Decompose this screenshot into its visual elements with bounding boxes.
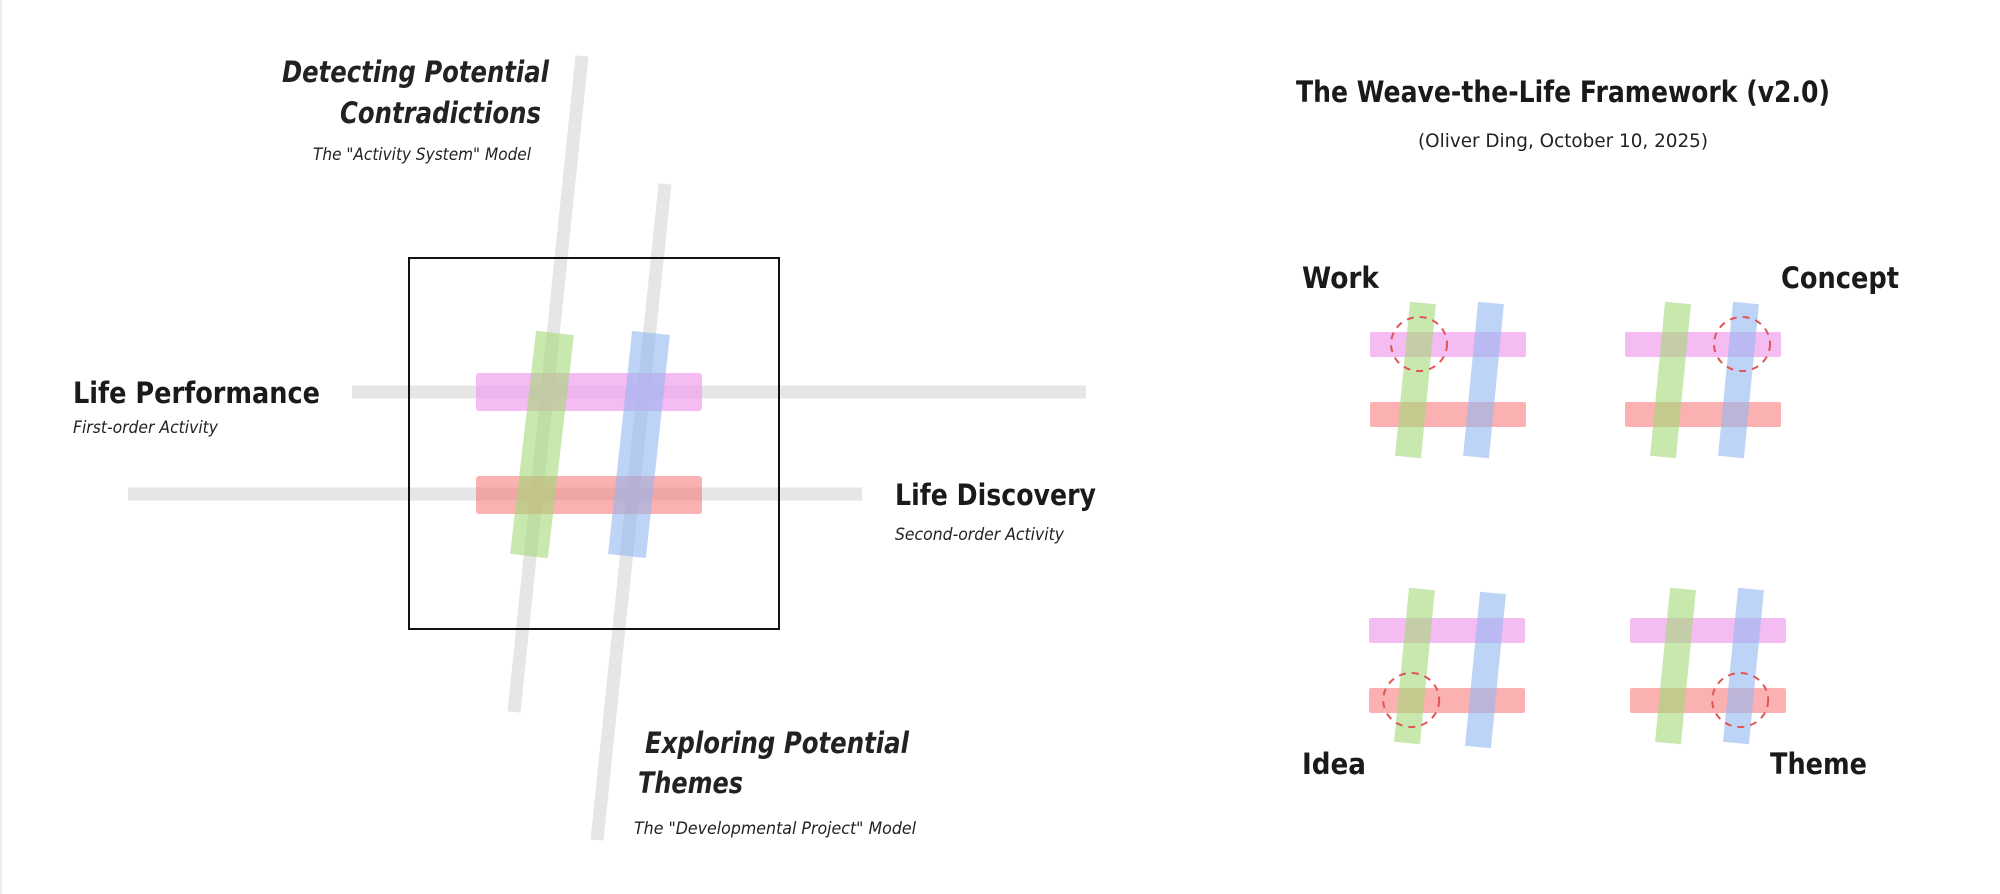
- mini-blue-bar: [1463, 301, 1504, 459]
- highlight-circle: [1711, 672, 1770, 728]
- highlight-circle: [1390, 316, 1449, 372]
- mini-hash-idea: [1369, 587, 1525, 749]
- top-label-subtitle: The "Activity System" Model: [313, 145, 531, 165]
- quadrant-label-work: Work: [1302, 261, 1380, 295]
- highlight-circle: [1713, 316, 1772, 372]
- mini-hash-theme: [1630, 587, 1786, 745]
- right-label-subtitle: Second-order Activity: [895, 525, 1065, 545]
- mini-green-bar: [1650, 301, 1691, 459]
- quadrant-label-concept: Concept: [1781, 261, 1899, 295]
- top-label-line2: Contradictions: [340, 96, 541, 130]
- framework-subtitle: (Oliver Ding, October 10, 2025): [1418, 130, 1708, 152]
- mini-hash-work: [1370, 301, 1526, 459]
- mini-hash-concept: [1625, 301, 1781, 459]
- mini-red-bar: [1630, 688, 1786, 713]
- mini-pink-bar: [1625, 332, 1781, 357]
- right-label-title: Life Discovery: [895, 478, 1096, 512]
- bottom-label-subtitle: The "Developmental Project" Model: [634, 819, 916, 839]
- quadrant-label-theme: Theme: [1770, 747, 1867, 781]
- blue-bar: [608, 330, 670, 559]
- framework-title: The Weave-the-Life Framework (v2.0): [1296, 75, 1830, 109]
- mini-green-bar: [1394, 587, 1435, 745]
- top-label-line1: Detecting Potential: [282, 55, 550, 89]
- mini-red-bar: [1625, 402, 1781, 427]
- frame-box: [408, 257, 780, 630]
- mini-blue-bar: [1718, 301, 1759, 459]
- quadrant-hash-diagrams: [1369, 301, 1786, 749]
- left-label-subtitle: First-order Activity: [73, 418, 219, 438]
- bottom-label-line2: Themes: [638, 766, 743, 800]
- red-bar: [476, 476, 702, 514]
- bottom-label-line1: Exploring Potential: [645, 726, 910, 760]
- mini-red-bar: [1370, 402, 1526, 427]
- pink-bar: [476, 373, 702, 411]
- quadrant-label-idea: Idea: [1302, 747, 1366, 781]
- green-bar: [510, 330, 574, 559]
- left-label-title: Life Performance: [73, 376, 320, 410]
- mini-green-bar: [1395, 301, 1436, 459]
- mini-pink-bar: [1630, 618, 1786, 643]
- mini-blue-bar: [1465, 591, 1506, 749]
- left-hash-diagram: [128, 55, 1086, 841]
- mini-red-bar: [1369, 688, 1525, 713]
- highlight-circle: [1382, 672, 1441, 728]
- mini-green-bar: [1655, 587, 1696, 745]
- mini-blue-bar: [1723, 587, 1764, 745]
